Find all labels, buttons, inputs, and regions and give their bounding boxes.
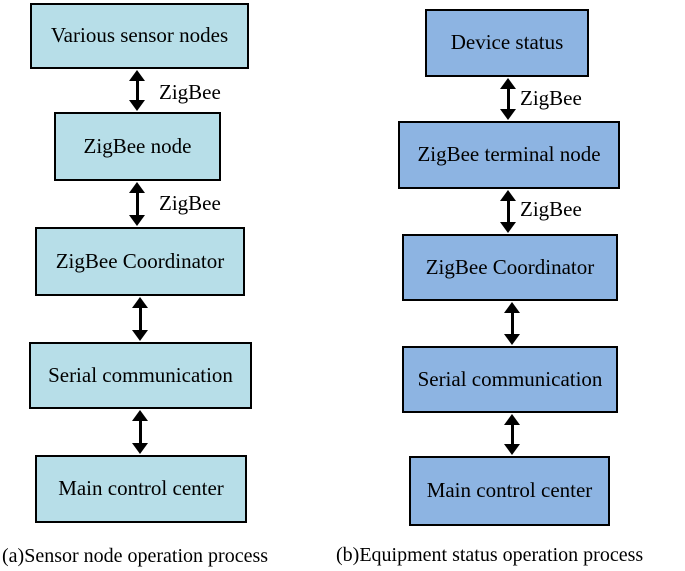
- zigbee-label: ZigBee: [520, 86, 582, 110]
- arrowhead-down-icon: [129, 215, 145, 226]
- arrowhead-down-icon: [500, 222, 516, 233]
- flow-box-zigbee-coordinator-a: ZigBee Coordinator: [35, 227, 245, 296]
- arrowhead-up-icon: [132, 410, 148, 421]
- double-arrow: [132, 297, 148, 341]
- double-arrow: [500, 190, 516, 233]
- caption-a: (a)Sensor node operation process: [2, 545, 269, 567]
- arrowhead-down-icon: [504, 334, 520, 345]
- arrowhead-up-icon: [504, 414, 520, 425]
- arrowhead-up-icon: [129, 70, 145, 81]
- flow-box-device-status: Device status: [425, 9, 589, 77]
- zigbee-label: ZigBee: [159, 191, 221, 215]
- arrowhead-up-icon: [129, 182, 145, 193]
- zigbee-label: ZigBee: [520, 197, 582, 221]
- arrowhead-down-icon: [132, 330, 148, 341]
- arrowhead-down-icon: [132, 443, 148, 454]
- caption-b: (b)Equipment status operation process: [336, 544, 644, 566]
- flow-box-main-control-center-a: Main control center: [35, 455, 247, 523]
- arrow-shaft: [506, 89, 510, 109]
- arrow-shaft: [138, 421, 142, 443]
- double-arrow: [129, 70, 145, 111]
- double-arrow: [500, 78, 516, 120]
- flow-box-zigbee-terminal-node: ZigBee terminal node: [398, 121, 620, 189]
- flow-box-various-sensor-nodes: Various sensor nodes: [30, 3, 249, 69]
- arrow-shaft: [135, 81, 139, 100]
- arrowhead-up-icon: [132, 297, 148, 308]
- double-arrow: [129, 182, 145, 226]
- arrow-shaft: [510, 425, 514, 444]
- double-arrow: [504, 414, 520, 455]
- flow-box-main-control-center-b: Main control center: [409, 456, 610, 526]
- arrowhead-down-icon: [500, 109, 516, 120]
- arrowhead-up-icon: [500, 190, 516, 201]
- flow-box-serial-communication-a: Serial communication: [29, 342, 252, 409]
- arrow-shaft: [135, 193, 139, 215]
- flow-box-serial-communication-b: Serial communication: [402, 346, 618, 413]
- arrowhead-down-icon: [129, 100, 145, 111]
- arrowhead-up-icon: [504, 302, 520, 313]
- flow-box-zigbee-node: ZigBee node: [54, 112, 221, 181]
- double-arrow: [132, 410, 148, 454]
- zigbee-label: ZigBee: [159, 80, 221, 104]
- flow-box-zigbee-coordinator-b: ZigBee Coordinator: [402, 234, 618, 301]
- arrowhead-up-icon: [500, 78, 516, 89]
- double-arrow: [504, 302, 520, 345]
- arrow-shaft: [138, 308, 142, 330]
- arrowhead-down-icon: [504, 444, 520, 455]
- arrow-shaft: [510, 313, 514, 334]
- arrow-shaft: [506, 201, 510, 222]
